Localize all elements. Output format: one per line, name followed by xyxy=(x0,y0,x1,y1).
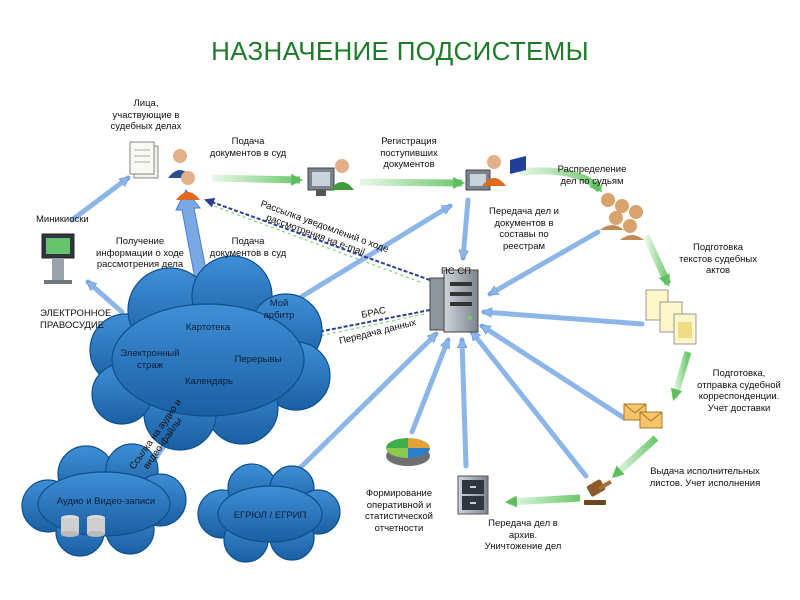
cloud-item-kartoteka: Картотека xyxy=(185,322,231,333)
arrow-correspondence-to-server xyxy=(479,323,627,421)
cloud-media xyxy=(21,443,187,557)
draft-documents-icon xyxy=(645,289,697,345)
file-cabinet-icon xyxy=(457,475,489,515)
monitor-person-icon xyxy=(307,159,354,196)
kiosk-icon xyxy=(41,233,75,284)
cloud-item-calendar: Календарь xyxy=(185,376,233,387)
label-bras: БРАС xyxy=(360,305,387,321)
label-center-server: ПС СП xyxy=(440,266,472,277)
arrow-registration-to-server xyxy=(463,197,471,261)
server-icon xyxy=(429,269,479,333)
green-arrows xyxy=(211,167,692,508)
cloud-main xyxy=(89,255,331,451)
page-title: НАЗНАЧЕНИЕ ПОДСИСТЕМЫ xyxy=(211,36,589,66)
envelopes-icon xyxy=(623,403,663,429)
documents-icon xyxy=(129,141,159,179)
label-kiosks: Миникиоски xyxy=(36,214,89,225)
registrar-icon xyxy=(465,155,526,191)
people-group-icon xyxy=(600,193,644,240)
cloud-item-breaks: Перерывы xyxy=(234,354,282,365)
arrow-kiosk-to-participants xyxy=(69,175,131,223)
arrow-drafting-to-server xyxy=(481,312,645,327)
arrow-egr-to-server xyxy=(295,331,439,473)
person-icon xyxy=(168,149,200,200)
cloud-egr xyxy=(197,463,341,563)
arrow-distribution-to-server xyxy=(487,229,601,297)
arrow-cloud-to-kiosk xyxy=(85,279,125,315)
arrow-writs-to-server xyxy=(469,329,589,479)
pie-chart-icon xyxy=(386,438,430,466)
arrow-reports-to-server xyxy=(409,337,451,435)
cloud-media-label: Аудио и Видео-записи xyxy=(56,496,156,507)
green-dotted-lines xyxy=(213,205,425,353)
arrow-archive-to-server xyxy=(462,337,469,469)
label-data-transfer: Передача данных xyxy=(338,317,417,347)
arrow-cloud-to-server xyxy=(293,203,453,303)
disks-icon xyxy=(61,515,105,537)
gavel-icon xyxy=(584,479,612,505)
cloud-egr-label: ЕГРЮЛ / ЕГРИП xyxy=(233,510,307,521)
